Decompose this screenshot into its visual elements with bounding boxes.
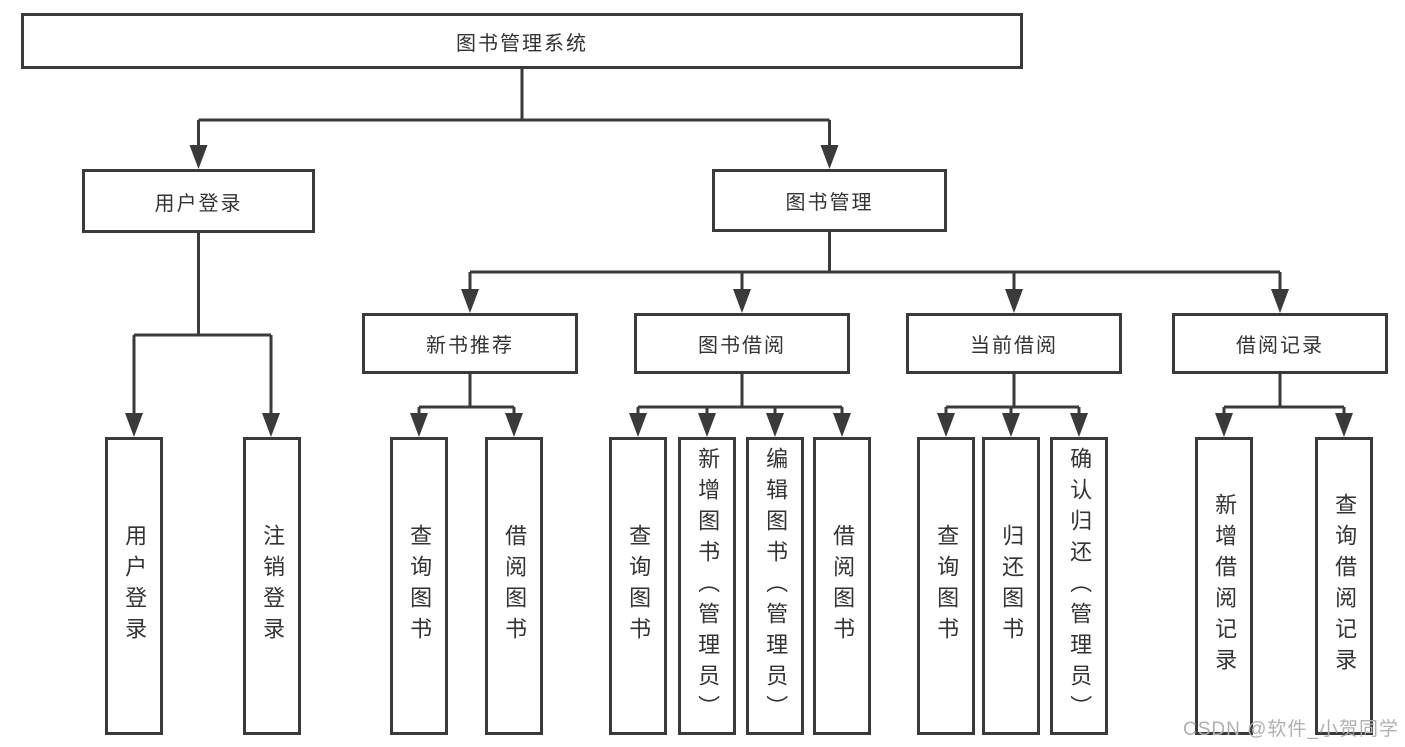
node-book-management-group: 图书管理 xyxy=(712,169,947,232)
node-book-borrow-label: 图书借阅 xyxy=(698,335,786,357)
leaf-user-login-label: 用户登录 xyxy=(122,524,148,648)
leaf-query-books-borrow-label: 查询图书 xyxy=(626,524,652,648)
node-user-login-group: 用户登录 xyxy=(82,169,315,233)
node-new-book-recommend-label: 新书推荐 xyxy=(426,335,514,357)
node-borrow-records: 借阅记录 xyxy=(1172,313,1388,374)
leaf-confirm-return-admin-label: 确认归还（管理员） xyxy=(1067,446,1093,726)
leaf-query-books-recommend-label: 查询图书 xyxy=(407,524,433,648)
leaf-borrow-books-recommend-label: 借阅图书 xyxy=(502,524,528,648)
leaf-borrow-books-label: 借阅图书 xyxy=(830,524,856,648)
leaf-borrow-books-recommend: 借阅图书 xyxy=(485,437,543,735)
node-book-management-group-label: 图书管理 xyxy=(785,192,874,214)
leaf-user-login: 用户登录 xyxy=(105,437,163,735)
node-current-borrow: 当前借阅 xyxy=(906,313,1122,374)
leaf-query-borrow-record: 查询借阅记录 xyxy=(1315,437,1373,735)
leaf-add-borrow-record: 新增借阅记录 xyxy=(1195,437,1253,735)
leaf-query-books-recommend: 查询图书 xyxy=(390,437,448,735)
node-root-label: 图书管理系统 xyxy=(456,32,588,55)
leaf-edit-books-admin-label: 编辑图书（管理员） xyxy=(763,446,789,726)
node-book-borrow: 图书借阅 xyxy=(634,313,850,374)
leaf-return-books-label: 归还图书 xyxy=(999,524,1025,648)
node-current-borrow-label: 当前借阅 xyxy=(970,335,1058,357)
leaf-return-books: 归还图书 xyxy=(982,437,1040,735)
leaf-query-books-borrow: 查询图书 xyxy=(609,437,667,735)
leaf-add-books-admin: 新增图书（管理员） xyxy=(678,437,736,735)
leaf-logout: 注销登录 xyxy=(243,437,301,735)
leaf-edit-books-admin: 编辑图书（管理员） xyxy=(746,437,804,735)
node-user-login-group-label: 用户登录 xyxy=(154,192,243,215)
leaf-query-borrow-record-label: 查询借阅记录 xyxy=(1332,493,1358,679)
leaf-confirm-return-admin: 确认归还（管理员） xyxy=(1050,437,1108,735)
leaf-add-borrow-record-label: 新增借阅记录 xyxy=(1212,493,1238,679)
csdn-watermark: CSDN @软件_小贺同学 xyxy=(1183,719,1399,740)
leaf-query-books-current: 查询图书 xyxy=(917,437,975,735)
node-new-book-recommend: 新书推荐 xyxy=(362,313,578,374)
leaf-logout-label: 注销登录 xyxy=(260,524,286,648)
leaf-add-books-admin-label: 新增图书（管理员） xyxy=(695,446,721,726)
node-root-system: 图书管理系统 xyxy=(21,13,1023,69)
leaf-borrow-books: 借阅图书 xyxy=(813,437,871,735)
leaf-query-books-current-label: 查询图书 xyxy=(934,524,960,648)
node-borrow-records-label: 借阅记录 xyxy=(1236,335,1324,357)
